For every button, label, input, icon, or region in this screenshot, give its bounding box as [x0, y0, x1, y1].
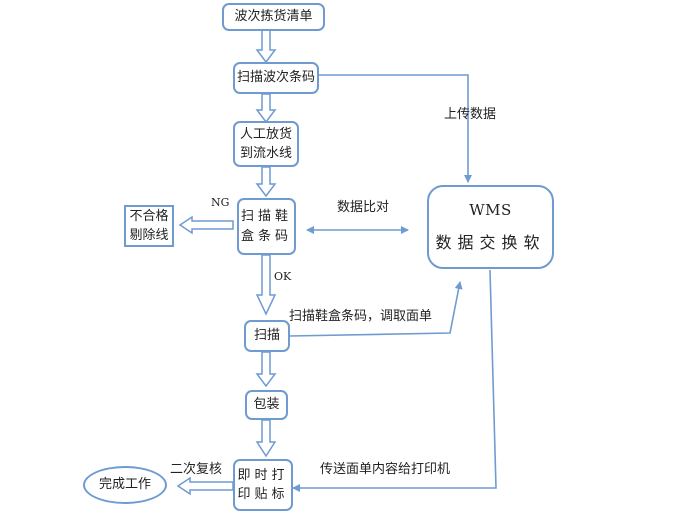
label-fetch-waybill: 扫描鞋盒条码，调取面单	[289, 309, 433, 324]
node-label: 包装	[253, 397, 280, 413]
label-ng: NG	[211, 196, 230, 209]
flow-arrow-pack-to-print	[255, 419, 277, 458]
flow-arrow-scan-to-pack	[255, 351, 277, 388]
node-label: 扫描	[253, 328, 280, 344]
node-label: 扫描鞋 盒条码	[240, 209, 292, 244]
node-reject-line: 不合格 剔除线	[124, 205, 174, 247]
flow-arrow-scan-to-manual	[255, 93, 277, 124]
send-to-printer-connector	[292, 269, 497, 492]
node-print-label: 即时打 印贴标	[233, 459, 293, 511]
wms-title: WMS	[469, 200, 512, 219]
label-ok: OK	[274, 270, 292, 283]
node-wms-data-exchange: WMS 数据交换软	[427, 185, 554, 269]
node-scan: 扫描	[244, 320, 290, 352]
wms-subtitle: 数据交换软	[435, 233, 546, 253]
node-packing: 包装	[245, 390, 288, 420]
node-work-done: 完成工作	[83, 466, 167, 504]
node-manual-put-to-line: 人工放货 到流水线	[233, 121, 299, 167]
label-data-compare: 数据比对	[337, 200, 390, 215]
fetch-waybill-connector	[289, 281, 463, 337]
node-label: 即时打 印贴标	[237, 467, 289, 503]
node-scan-wave-barcode: 扫描波次条码	[233, 62, 319, 94]
flow-arrow-manual-to-scanbox	[255, 166, 277, 198]
flow-arrow-scanbox-to-reject	[178, 215, 234, 235]
node-label: 人工放货 到流水线	[239, 126, 292, 162]
label-upload-data: 上传数据	[444, 107, 497, 122]
node-label: 完成工作	[98, 477, 151, 493]
node-label: 不合格 剔除线	[129, 208, 169, 244]
label-second-check: 二次复核	[170, 462, 223, 477]
node-label: 扫描波次条码	[236, 70, 315, 86]
node-label: 波次拣货清单	[234, 9, 313, 25]
flow-arrow-wave-to-scan	[255, 29, 277, 64]
label-send-to-printer: 传送面单内容给打印机	[320, 462, 451, 477]
node-wave-picking-list: 波次拣货清单	[222, 3, 325, 31]
upload-data-connector	[318, 74, 472, 183]
node-scan-shoebox-barcode: 扫描鞋 盒条码	[237, 198, 296, 255]
flow-arrow-print-to-done	[176, 476, 234, 496]
flow-arrow-scanbox-to-scan	[255, 254, 277, 316]
